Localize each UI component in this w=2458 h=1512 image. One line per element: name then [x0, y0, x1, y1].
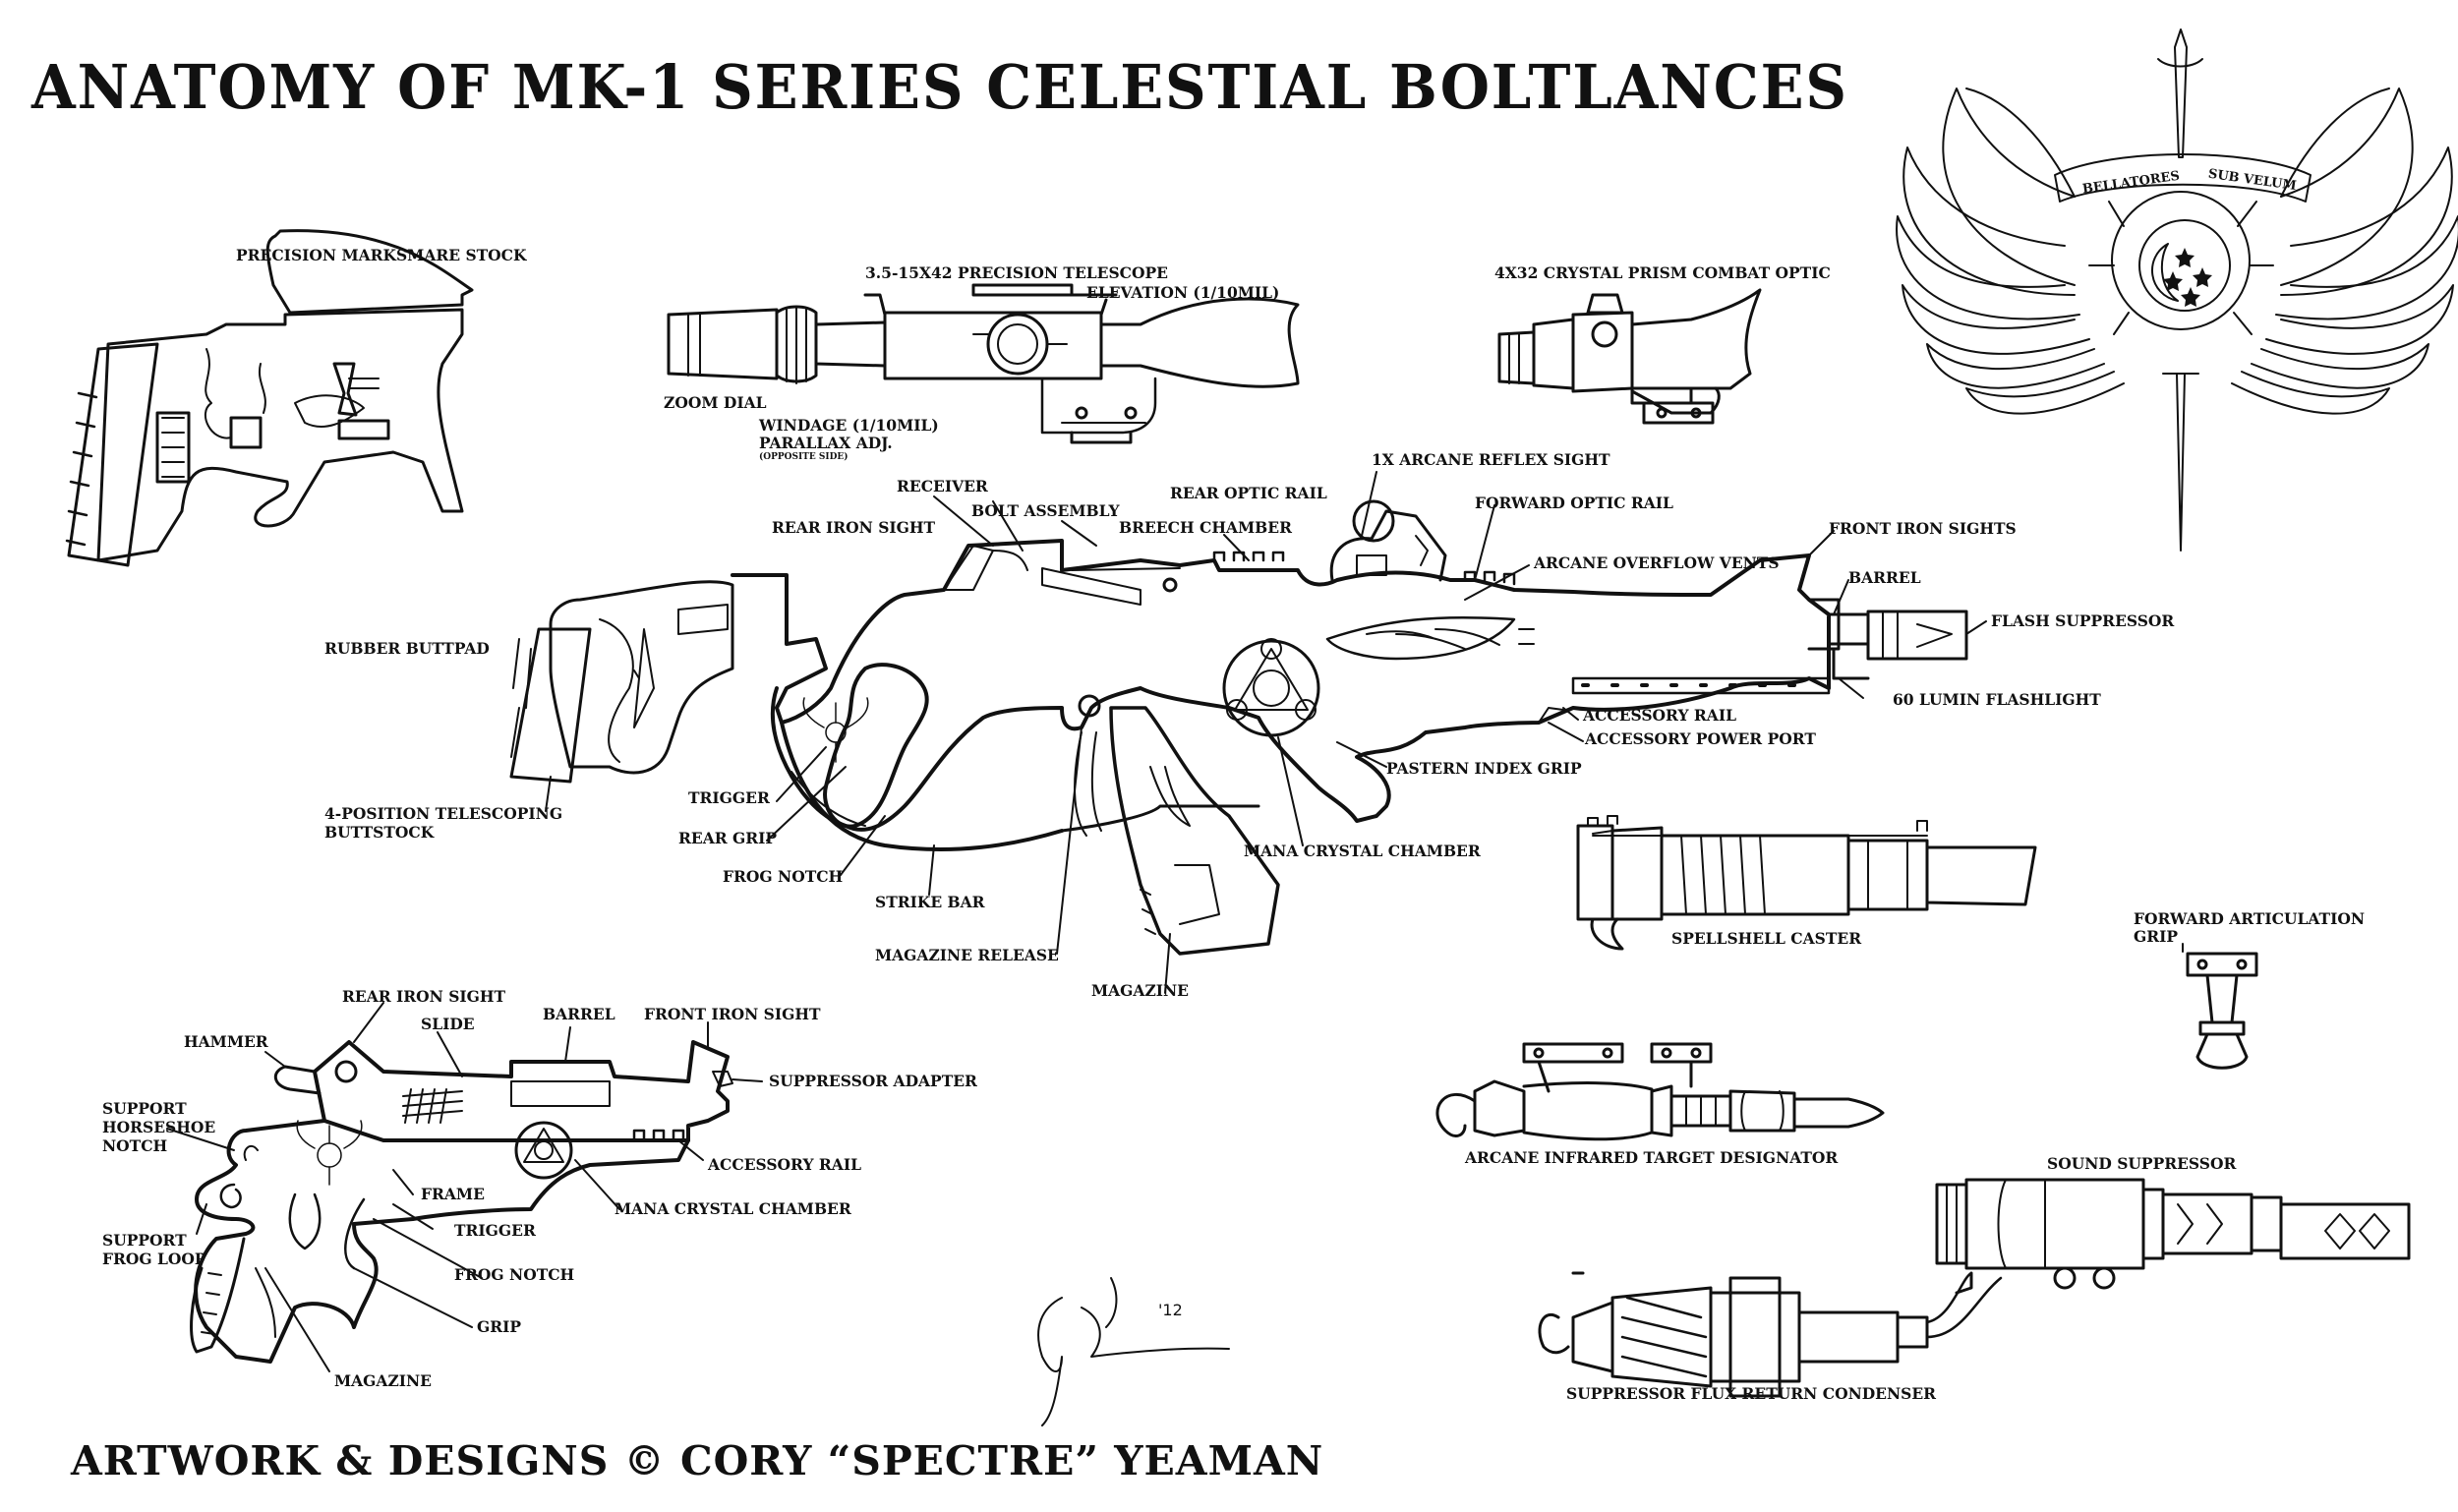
- label-suppressor-adapter: SUPPRESSOR ADAPTER: [769, 1072, 977, 1090]
- label-telescoping-buttstock-2: BUTTSTOCK: [324, 823, 435, 842]
- label-pistol-slide: SLIDE: [421, 1015, 475, 1033]
- label-opposite-side: (OPPOSITE SIDE): [759, 452, 849, 462]
- label-telescoping-buttstock-1: 4-POSITION TELESCOPING: [324, 804, 563, 823]
- label-spellshell-caster: SPELLSHELL CASTER: [1671, 929, 1862, 948]
- label-horseshoe-notch-1: SUPPORT: [102, 1099, 187, 1118]
- label-pistol-hammer: HAMMER: [184, 1032, 268, 1051]
- label-pistol-trigger: TRIGGER: [454, 1221, 536, 1240]
- label-rifle-frog-notch: FROG NOTCH: [723, 867, 844, 886]
- label-forward-grip-1: FORWARD ARTICULATION: [2134, 909, 2366, 928]
- rifle-buttpad-outline: [549, 580, 734, 775]
- pistol-drawing: [190, 1040, 733, 1364]
- precision-telescope-drawing: [667, 283, 1300, 444]
- label-pastern-index-grip: PASTERN INDEX GRIP: [1386, 759, 1582, 778]
- label-precision-marksmare-stock: PRECISION MARKSMARE STOCK: [236, 246, 527, 264]
- emblem: BELLATORES SUB VELUM: [1896, 29, 2458, 552]
- label-receiver: RECEIVER: [897, 477, 988, 495]
- pistol-crest-icon: [296, 1120, 363, 1186]
- rifle-leader-lines: [545, 471, 1987, 994]
- label-pistol-front-iron-sight: FRONT IRON SIGHT: [644, 1005, 821, 1023]
- label-pistol-barrel: BARREL: [543, 1005, 615, 1023]
- label-parallax: PARALLAX ADJ.: [759, 434, 893, 452]
- emblem-sun-shield: [2088, 191, 2274, 335]
- label-arcane-overflow-vents: ARCANE OVERFLOW VENTS: [1534, 553, 1780, 572]
- label-rear-optic-rail: REAR OPTIC RAIL: [1170, 484, 1327, 502]
- label-pistol-mana-chamber: MANA CRYSTAL CHAMBER: [614, 1199, 851, 1218]
- label-flashlight: 60 LUMIN FLASHLIGHT: [1893, 690, 2101, 709]
- label-elevation: ELEVATION (1/10MIL): [1086, 283, 1280, 302]
- label-reflex-sight: 1X ARCANE REFLEX SIGHT: [1372, 450, 1610, 469]
- rifle-magazine: [1109, 706, 1280, 956]
- flux-condenser-drawing: [1538, 1271, 2003, 1398]
- main-rifle-drawing: [509, 499, 1968, 956]
- spellshell-caster-drawing: [1576, 815, 2037, 951]
- label-forward-grip-2: GRIP: [2134, 927, 2179, 946]
- emblem-stars: [2163, 248, 2212, 307]
- label-trigger: TRIGGER: [688, 788, 770, 807]
- label-strike-bar: STRIKE BAR: [875, 893, 985, 911]
- rifle-overflow-vents: [1325, 615, 1516, 661]
- label-rear-iron-sight: REAR IRON SIGHT: [772, 518, 936, 537]
- label-forward-optic-rail: FORWARD OPTIC RAIL: [1475, 494, 1673, 512]
- label-rifle-magazine: MAGAZINE: [1091, 981, 1189, 1000]
- label-pistol-rear-iron-sight: REAR IRON SIGHT: [342, 987, 506, 1006]
- label-rifle-mana-chamber: MANA CRYSTAL CHAMBER: [1244, 842, 1481, 860]
- label-pistol-frame: FRAME: [421, 1185, 485, 1203]
- signature-year: '12: [1158, 1301, 1183, 1319]
- label-pistol-magazine: MAGAZINE: [334, 1371, 432, 1390]
- signature: '12: [1037, 1277, 1230, 1426]
- target-designator-drawing: [1435, 1042, 1885, 1141]
- emblem-left-wing: [1896, 87, 2125, 415]
- rifle-mana-chamber: [1222, 638, 1320, 737]
- label-pistol-grip: GRIP: [477, 1317, 522, 1336]
- artist-credit: ARTWORK & DESIGNS © CORY “SPECTRE” YEAMA…: [71, 1437, 1324, 1484]
- label-barrel: BARREL: [1848, 568, 1921, 587]
- label-windage: WINDAGE (1/10MIL): [759, 416, 939, 435]
- label-crystal-prism-optic: 4X32 CRYSTAL PRISM COMBAT OPTIC: [1494, 263, 1831, 282]
- rifle-trigger-guard: [823, 663, 929, 829]
- label-bolt-assembly: BOLT ASSEMBLY: [971, 501, 1120, 520]
- rifle-rear-optic-rail: [1212, 551, 1285, 562]
- label-breech-chamber: BREECH CHAMBER: [1119, 518, 1292, 537]
- marksmare-stock-drawing: [65, 229, 474, 567]
- sound-suppressor-drawing: [1935, 1178, 2411, 1295]
- label-pistol-frog-notch: FROG NOTCH: [454, 1265, 575, 1284]
- label-rubber-buttpad: RUBBER BUTTPAD: [324, 639, 490, 658]
- rifle-body-outline: [731, 539, 1831, 832]
- label-sound-suppressor: SOUND SUPPRESSOR: [2047, 1154, 2237, 1173]
- rifle-grip-crest-icon: [802, 697, 869, 763]
- page-title: ANATOMY OF MK-1 SERIES CELESTIAL BOLTLAN…: [31, 51, 1848, 123]
- label-accessory-power-port: ACCESSORY POWER PORT: [1585, 729, 1816, 748]
- label-accessory-rail: ACCESSORY RAIL: [1583, 706, 1736, 725]
- label-zoom-dial: ZOOM DIAL: [664, 393, 767, 412]
- label-flux-condenser: SUPPRESSOR FLUX RETURN CONDENSER: [1566, 1384, 1937, 1403]
- forward-grip-drawing: [2186, 952, 2258, 1070]
- emblem-right-wing: [2231, 87, 2458, 415]
- label-horseshoe-notch-3: NOTCH: [102, 1136, 168, 1155]
- label-horseshoe-notch-2: HORSESHOE: [102, 1118, 216, 1136]
- rifle-reflex-sight: [1329, 499, 1447, 582]
- rifle-accessory-rail: [1571, 676, 1831, 695]
- pistol-leader-lines: [166, 1002, 763, 1372]
- label-frog-loop-1: SUPPORT: [102, 1231, 187, 1250]
- pistol-mana-chamber: [514, 1121, 573, 1180]
- pistol-frame-outline: [194, 1119, 690, 1364]
- label-target-designator: ARCANE INFRARED TARGET DESIGNATOR: [1465, 1148, 1839, 1167]
- label-frog-loop-2: FROG LOOP: [102, 1250, 206, 1268]
- emblem-sword: [2157, 29, 2203, 552]
- label-magazine-release: MAGAZINE RELEASE: [875, 946, 1059, 964]
- label-flash-suppressor: FLASH SUPPRESSOR: [1991, 611, 2175, 630]
- label-rear-grip: REAR GRIP: [678, 829, 778, 847]
- label-pistol-accessory-rail: ACCESSORY RAIL: [708, 1155, 861, 1174]
- pistol-slide-outline: [313, 1040, 730, 1142]
- crystal-prism-optic-drawing: [1497, 288, 1762, 425]
- emblem-banner: [2054, 153, 2312, 203]
- label-front-iron-sights: FRONT IRON SIGHTS: [1829, 519, 2017, 538]
- label-precision-telescope: 3.5-15X42 PRECISION TELESCOPE: [865, 263, 1168, 282]
